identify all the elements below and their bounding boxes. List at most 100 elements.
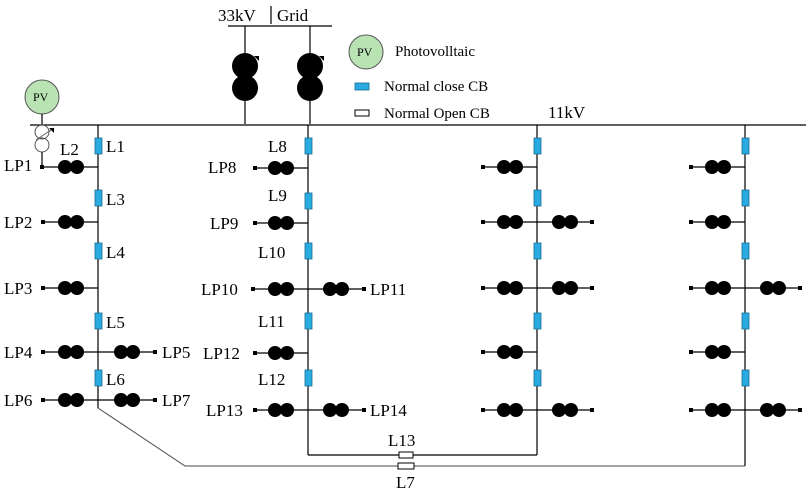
legend-closed-cb-label: Normal close CB	[384, 79, 488, 95]
label-lp13: LP13	[206, 401, 243, 420]
transformer-lp2	[58, 215, 84, 229]
f3-transformer-3a	[497, 281, 523, 295]
f4-load-5b	[798, 408, 802, 412]
f4-transformer-5b	[760, 403, 786, 417]
cb-l4	[94, 242, 103, 260]
label-lp14: LP14	[370, 401, 407, 420]
label-lp8: LP8	[208, 158, 236, 177]
transformer-lp10	[268, 282, 294, 296]
cb-f3-3	[533, 242, 542, 260]
cb-l5	[94, 312, 103, 330]
grid-label: Grid	[277, 6, 309, 25]
cb-l7-open	[397, 462, 415, 470]
f3-transformer-2a	[497, 215, 523, 229]
cb-f4-1	[741, 137, 750, 155]
legend-pv-icon	[348, 34, 384, 70]
tie-line-l7: L7	[97, 407, 745, 492]
feeder-2: L8 L9 L10 L11 L12 LP8 LP9 LP10 LP11 LP12	[201, 125, 407, 455]
f3-load-2a	[481, 220, 485, 224]
label-lp7: LP7	[162, 391, 191, 410]
f4-load-4	[689, 350, 693, 354]
load-point-lp6	[41, 398, 45, 402]
f4-transformer-2	[705, 215, 731, 229]
bus-voltage-label: 11kV	[548, 103, 586, 122]
load-point-lp4	[41, 350, 45, 354]
cb-l12	[304, 369, 313, 387]
label-l5: L5	[106, 313, 125, 332]
transformer-lp5	[114, 345, 140, 359]
f4-load-3a	[689, 286, 693, 290]
load-point-lp3	[41, 286, 45, 290]
f4-transformer-4	[705, 345, 731, 359]
f3-transformer-4	[497, 345, 523, 359]
transformer-lp11	[323, 282, 349, 296]
load-point-lp11	[362, 287, 366, 291]
cb-f3-1	[533, 137, 542, 155]
label-lp1: LP1	[4, 156, 32, 175]
f4-load-1	[689, 165, 693, 169]
cb-l3	[94, 189, 103, 207]
f4-transformer-3a	[705, 281, 731, 295]
f3-load-3a	[481, 286, 485, 290]
f3-load-1	[481, 165, 485, 169]
label-lp9: LP9	[210, 214, 238, 233]
label-lp12: LP12	[203, 344, 240, 363]
legend-pv-symbol: PV	[357, 45, 373, 59]
cb-l10	[304, 242, 313, 260]
legend-open-cb-icon	[354, 109, 370, 117]
label-lp10: LP10	[201, 280, 238, 299]
load-point-lp14	[362, 408, 366, 412]
label-lp5: LP5	[162, 343, 190, 362]
label-l10: L10	[258, 243, 285, 262]
feeder-4	[689, 125, 802, 466]
tie-line-l7-wire	[97, 407, 745, 467]
load-point-lp13	[253, 408, 257, 412]
feeder-3	[481, 125, 594, 455]
label-l2: L2	[60, 140, 79, 159]
legend-open-cb-label: Normal Open CB	[384, 106, 490, 122]
cb-l6	[94, 369, 103, 387]
label-l4: L4	[106, 243, 125, 262]
label-lp6: LP6	[4, 391, 32, 410]
transformer-lp14	[323, 403, 349, 417]
cb-l11	[304, 312, 313, 330]
cb-l8	[304, 137, 313, 155]
label-l7: L7	[396, 473, 415, 492]
transformer-lp3	[58, 281, 84, 295]
main-transformer-1	[232, 53, 259, 101]
f3-transformer-3b	[552, 281, 578, 295]
label-l9: L9	[268, 186, 287, 205]
transformer-lp9	[268, 216, 294, 230]
transformer-lp12	[268, 346, 294, 360]
cb-f4-3	[741, 242, 750, 260]
transformer-lp6	[58, 393, 84, 407]
label-l1: L1	[106, 137, 125, 156]
f4-transformer-1	[705, 160, 731, 174]
f4-load-5a	[689, 408, 693, 412]
cb-l9	[304, 192, 313, 210]
f3-load-5a	[481, 408, 485, 412]
load-point-lp12	[253, 351, 257, 355]
pv-transformer	[34, 124, 55, 153]
label-lp2: LP2	[4, 213, 32, 232]
cb-f4-4	[741, 312, 750, 330]
legend: PV Photovolltaic Normal close CB Normal …	[348, 34, 490, 122]
f3-transformer-2b	[552, 215, 578, 229]
load-point-lp5	[153, 350, 157, 354]
f3-load-2b	[590, 220, 594, 224]
cb-f4-2	[741, 189, 750, 207]
label-lp11: LP11	[370, 280, 406, 299]
label-l13: L13	[388, 431, 415, 450]
label-l8: L8	[268, 137, 287, 156]
load-point-lp9	[253, 221, 257, 225]
cb-f3-4	[533, 312, 542, 330]
load-point-lp2	[41, 220, 45, 224]
load-point-lp7	[153, 398, 157, 402]
label-l6: L6	[106, 370, 125, 389]
label-l12: L12	[258, 370, 285, 389]
f3-load-3b	[590, 286, 594, 290]
f3-transformer-1	[497, 160, 523, 174]
load-point-lp8	[253, 166, 257, 170]
transformer-lp1	[58, 160, 84, 174]
tie-line-l13: L13	[308, 431, 537, 459]
